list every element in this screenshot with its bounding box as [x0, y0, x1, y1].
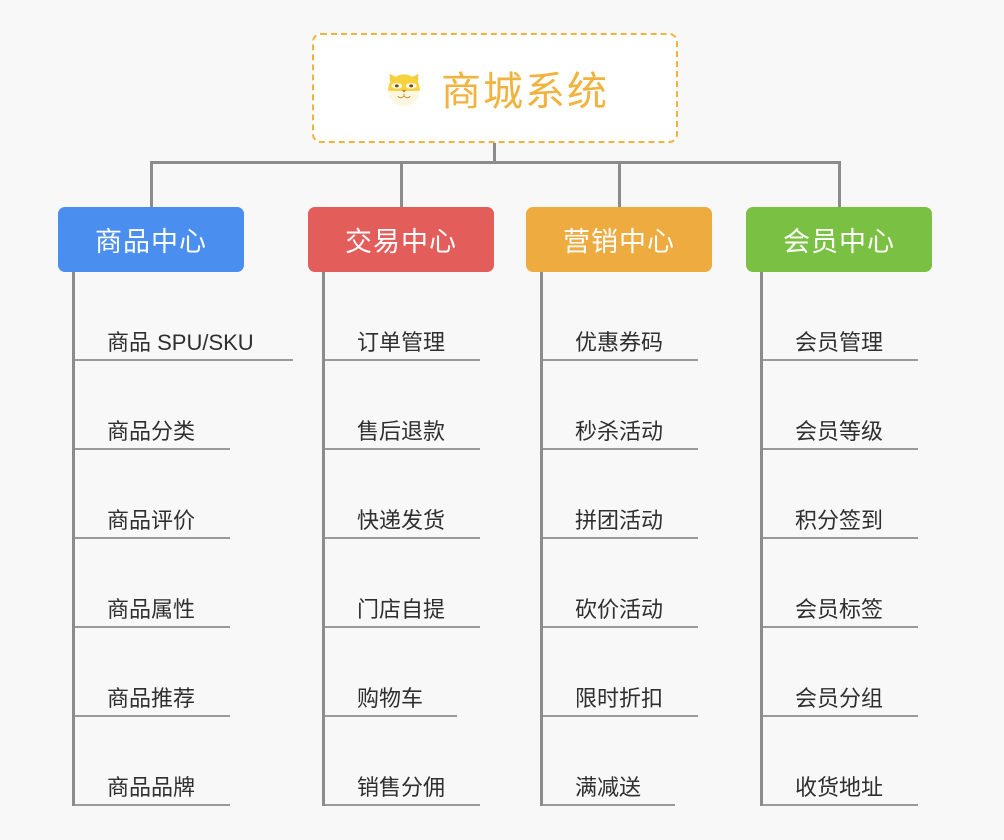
branch-column-4: 会员中心会员管理会员等级积分签到会员标签会员分组收货地址	[746, 207, 932, 806]
leaf-item-underline	[763, 626, 918, 628]
branch-header-label: 营销中心	[563, 227, 675, 257]
leaf-item[interactable]: 积分签到	[763, 450, 932, 539]
leaf-item[interactable]: 商品 SPU/SKU	[75, 272, 293, 361]
leaf-item-label: 积分签到	[795, 508, 884, 533]
branch-column-1: 商品中心商品 SPU/SKU 商品分类商品评价商品属性商品推荐商品品牌	[58, 207, 293, 806]
connector-drop-1	[150, 161, 153, 207]
leaf-item[interactable]: 会员标签	[763, 539, 932, 628]
leaf-item[interactable]: 商品属性	[75, 539, 254, 628]
leaf-item-underline	[325, 626, 480, 628]
leaf-item-underline	[325, 804, 480, 806]
leaf-item-label: 快递发货	[357, 508, 446, 533]
leaf-item-underline	[543, 448, 698, 450]
leaf-item[interactable]: 商品推荐	[75, 628, 254, 717]
connector-drop-2	[400, 161, 403, 207]
leaf-item-label: 商品 SPU/SKU	[107, 330, 254, 355]
leaf-item-underline	[325, 537, 480, 539]
connector-drop-3	[618, 161, 621, 207]
leaf-item-underline	[75, 448, 230, 450]
branch-header-label: 商品中心	[95, 227, 207, 257]
leaf-item-label: 商品属性	[107, 597, 196, 622]
leaf-item[interactable]: 快递发货	[325, 450, 494, 539]
leaf-item-underline	[543, 715, 698, 717]
connector-root-stem	[493, 143, 496, 164]
leaf-item-label: 订单管理	[357, 330, 446, 355]
leaf-item[interactable]: 商品评价	[75, 450, 254, 539]
leaf-item-underline	[325, 715, 457, 717]
leaf-item[interactable]: 会员管理	[763, 272, 932, 361]
branch-header-2[interactable]: 交易中心	[308, 207, 494, 272]
leaf-item-label: 商品品牌	[107, 775, 196, 800]
branch-header-3[interactable]: 营销中心	[526, 207, 712, 272]
connector-drop-4	[838, 161, 841, 207]
leaf-item-label: 满减送	[575, 775, 642, 800]
branch-leaf-list-4: 会员管理会员等级积分签到会员标签会员分组收货地址	[760, 272, 932, 806]
leaf-item[interactable]: 商品分类	[75, 361, 254, 450]
leaf-item-underline	[75, 537, 230, 539]
root-title: 商城系统	[441, 70, 609, 114]
leaf-item-underline	[75, 626, 230, 628]
leaf-item-underline	[543, 537, 698, 539]
shiba-dog-face-icon	[381, 65, 427, 111]
leaf-item[interactable]: 满减送	[543, 717, 712, 806]
leaf-item-underline	[763, 804, 918, 806]
branch-header-1[interactable]: 商品中心	[58, 207, 244, 272]
leaf-item-underline	[543, 626, 698, 628]
leaf-item[interactable]: 订单管理	[325, 272, 494, 361]
leaf-item-underline	[763, 359, 918, 361]
leaf-item-underline	[763, 715, 918, 717]
leaf-item-label: 售后退款	[357, 419, 446, 444]
leaf-item[interactable]: 限时折扣	[543, 628, 712, 717]
leaf-item[interactable]: 售后退款	[325, 361, 494, 450]
leaf-item-label: 销售分佣	[357, 775, 446, 800]
leaf-item-label: 会员标签	[795, 597, 884, 622]
leaf-item[interactable]: 购物车	[325, 628, 494, 717]
leaf-item-label: 商品推荐	[107, 686, 196, 711]
leaf-item-label: 商品评价	[107, 508, 196, 533]
leaf-item[interactable]: 秒杀活动	[543, 361, 712, 450]
leaf-item[interactable]: 拼团活动	[543, 450, 712, 539]
leaf-item-underline	[75, 715, 230, 717]
branch-leaf-list-1: 商品 SPU/SKU 商品分类商品评价商品属性商品推荐商品品牌	[72, 272, 293, 806]
leaf-item[interactable]: 收货地址	[763, 717, 932, 806]
connector-horizontal-bar	[150, 161, 840, 164]
leaf-item-underline	[763, 537, 918, 539]
leaf-item[interactable]: 销售分佣	[325, 717, 494, 806]
leaf-item[interactable]: 会员分组	[763, 628, 932, 717]
leaf-item-label: 商品分类	[107, 419, 196, 444]
leaf-item-label: 门店自提	[357, 597, 446, 622]
leaf-item[interactable]: 门店自提	[325, 539, 494, 628]
leaf-item-underline	[75, 359, 293, 361]
leaf-item[interactable]: 优惠券码	[543, 272, 712, 361]
branch-leaf-list-3: 优惠券码秒杀活动拼团活动砍价活动限时折扣满减送	[540, 272, 712, 806]
root-node[interactable]: 商城系统	[312, 33, 678, 143]
leaf-item-label: 会员等级	[795, 419, 884, 444]
branch-column-3: 营销中心优惠券码秒杀活动拼团活动砍价活动限时折扣满减送	[526, 207, 712, 806]
branch-header-4[interactable]: 会员中心	[746, 207, 932, 272]
leaf-item-underline	[325, 448, 480, 450]
leaf-item-underline	[543, 359, 698, 361]
branch-leaf-list-2: 订单管理售后退款快递发货门店自提购物车销售分佣	[322, 272, 494, 806]
leaf-item-label: 会员管理	[795, 330, 884, 355]
leaf-item-label: 会员分组	[795, 686, 884, 711]
leaf-item-label: 收货地址	[795, 775, 884, 800]
leaf-item-underline	[763, 448, 918, 450]
leaf-item-label: 购物车	[357, 686, 424, 711]
branch-header-label: 会员中心	[783, 227, 895, 257]
branch-header-label: 交易中心	[345, 227, 457, 257]
leaf-item-label: 砍价活动	[575, 597, 664, 622]
leaf-item-underline	[75, 804, 230, 806]
leaf-item-label: 拼团活动	[575, 508, 664, 533]
branch-column-2: 交易中心订单管理售后退款快递发货门店自提购物车销售分佣	[308, 207, 494, 806]
leaf-item[interactable]: 砍价活动	[543, 539, 712, 628]
leaf-item-underline	[325, 359, 480, 361]
leaf-item-label: 秒杀活动	[575, 419, 664, 444]
leaf-item[interactable]: 商品品牌	[75, 717, 254, 806]
leaf-item[interactable]: 会员等级	[763, 361, 932, 450]
leaf-item-underline	[543, 804, 675, 806]
leaf-item-label: 优惠券码	[575, 330, 664, 355]
leaf-item-label: 限时折扣	[575, 686, 664, 711]
